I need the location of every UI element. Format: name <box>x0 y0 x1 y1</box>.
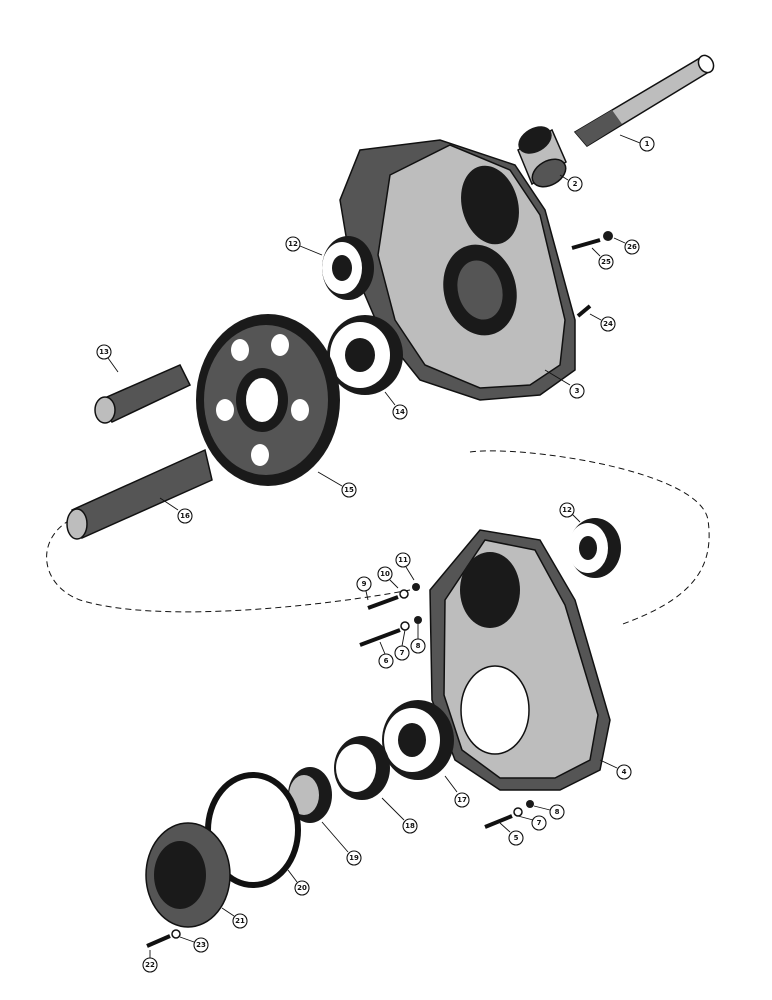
callout-8-upper: 8 <box>410 624 426 654</box>
callout-2: 2 <box>559 174 583 192</box>
nut-part-8-lower <box>526 800 534 808</box>
callout-label: 1 <box>645 140 650 148</box>
callout-label: 7 <box>400 649 405 657</box>
bearing-cone-part-19 <box>288 767 332 823</box>
callout-label: 7 <box>537 819 542 827</box>
callout-label: 21 <box>235 917 245 925</box>
callout-24: 24 <box>589 313 616 332</box>
bearing-part-14 <box>327 315 403 395</box>
callout-8-lower: 8 <box>533 804 565 820</box>
callout-4: 4 <box>599 759 632 780</box>
callout-17: 17 <box>444 775 470 808</box>
callout-12-upper: 12 <box>285 236 323 256</box>
callout-23: 23 <box>179 936 209 953</box>
sleeve-part-2 <box>517 126 567 188</box>
callout-label: 16 <box>180 512 190 520</box>
input-shaft-part-1 <box>573 54 715 147</box>
washer-part-7-lower <box>513 807 523 817</box>
callout-16: 16 <box>159 497 193 524</box>
bearing-cup-part-18 <box>334 736 390 800</box>
gear-part-15 <box>196 314 340 486</box>
callout-label: 20 <box>297 884 307 892</box>
callout-label: 5 <box>514 834 519 842</box>
washer-part-23 <box>171 929 181 939</box>
callout-10: 10 <box>377 566 399 589</box>
washer-part-10 <box>399 589 409 599</box>
bearing-part-17 <box>382 700 454 780</box>
bolt-part-6 <box>359 628 401 647</box>
callout-9: 9 <box>356 576 372 601</box>
callout-label: 14 <box>395 408 405 416</box>
callout-22: 22 <box>142 950 158 973</box>
callout-3: 3 <box>544 369 585 399</box>
bolt-part-22 <box>146 934 171 948</box>
output-shaft-part-16 <box>66 448 213 540</box>
pinion-shaft-part-13 <box>94 364 192 424</box>
callout-label: 18 <box>405 822 415 830</box>
callout-13: 13 <box>96 344 119 373</box>
callout-6: 6 <box>378 641 394 669</box>
bolt-part-9 <box>367 595 399 610</box>
callout-20: 20 <box>287 869 310 896</box>
callout-label: 11 <box>398 556 408 564</box>
callout-label: 12 <box>562 506 572 514</box>
callout-15: 15 <box>317 471 357 498</box>
callout-label: 3 <box>575 387 580 395</box>
callout-label: 24 <box>603 320 613 328</box>
callout-label: 4 <box>622 768 627 776</box>
callout-label: 8 <box>555 808 560 816</box>
bearing-part-12-lower <box>568 518 621 578</box>
callout-26: 26 <box>613 237 640 255</box>
callout-label: 25 <box>601 258 611 266</box>
bearing-part-12-upper <box>322 236 374 300</box>
callout-21: 21 <box>221 907 248 929</box>
dowel-part-24 <box>576 304 592 318</box>
callout-25: 25 <box>591 247 614 270</box>
nut-part-8-upper <box>414 616 422 624</box>
callout-label: 26 <box>627 243 637 251</box>
upper-housing-part-3 <box>339 139 576 401</box>
lower-housing-part-4 <box>429 529 611 791</box>
callout-label: 12 <box>288 240 298 248</box>
callout-label: 17 <box>457 796 467 804</box>
callout-label: 23 <box>196 941 206 949</box>
callout-label: 15 <box>344 486 354 494</box>
callout-12-lower: 12 <box>559 502 581 523</box>
callout-18: 18 <box>381 797 418 834</box>
bolt-part-5 <box>484 814 513 829</box>
nut-part-11 <box>412 583 420 591</box>
callout-7-lower: 7 <box>517 815 547 831</box>
stud-part-25 <box>571 238 601 250</box>
callout-label: 13 <box>99 348 109 356</box>
callout-19: 19 <box>321 821 362 866</box>
callout-label: 2 <box>573 180 578 188</box>
callout-14: 14 <box>384 391 408 420</box>
callout-1: 1 <box>619 134 655 152</box>
callout-label: 22 <box>145 961 155 969</box>
callout-label: 6 <box>384 657 389 665</box>
assembly-dash-line <box>46 450 710 626</box>
callout-5: 5 <box>499 822 524 846</box>
callout-label: 10 <box>380 570 390 578</box>
callout-label: 19 <box>349 854 359 862</box>
callout-label: 8 <box>416 642 421 650</box>
bearing-cap-part-21 <box>145 822 231 928</box>
callout-7-upper: 7 <box>394 629 410 661</box>
callout-11: 11 <box>395 552 415 581</box>
nut-part-26 <box>603 231 613 241</box>
callout-label: 9 <box>362 580 367 588</box>
washer-part-7-upper <box>400 621 410 631</box>
